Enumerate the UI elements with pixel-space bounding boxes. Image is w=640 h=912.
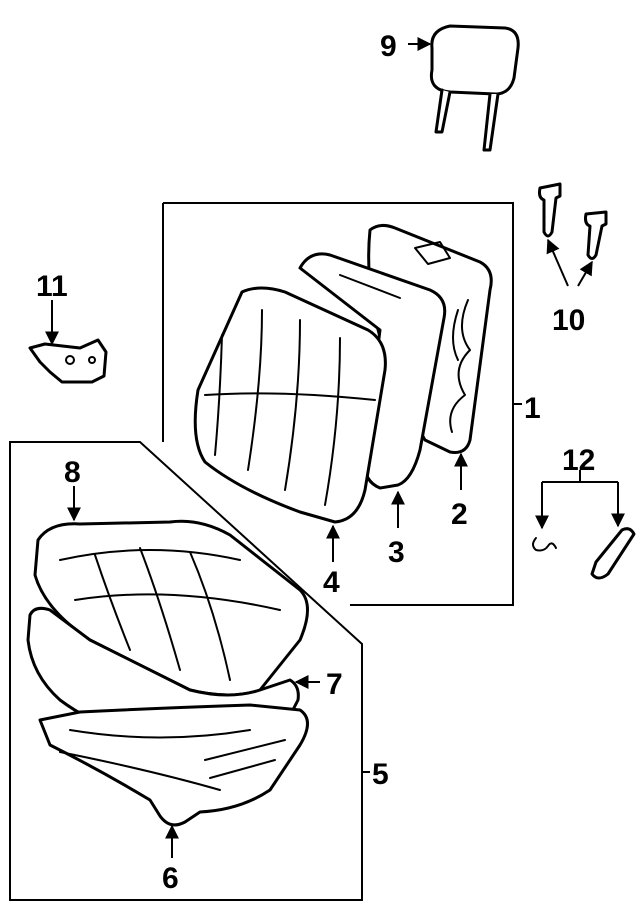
callout-12-leader [541, 481, 619, 526]
guide-clips-part [538, 182, 608, 260]
callout-7: 7 [326, 668, 343, 701]
callout-9: 9 [380, 30, 397, 63]
callout-4: 4 [323, 566, 340, 599]
callout-11: 11 [36, 270, 68, 303]
bracket-part [28, 338, 108, 384]
callout-1: 1 [524, 392, 541, 425]
callout-8: 8 [64, 456, 81, 489]
cushion-cover-part [33, 519, 309, 697]
headrest-part [429, 24, 520, 152]
callout-2: 2 [451, 498, 468, 531]
callout-5: 5 [372, 758, 389, 791]
callout-10: 10 [552, 304, 585, 337]
callout-10-leader [546, 238, 569, 287]
seatback-cover-part [193, 286, 387, 524]
hardware-part [532, 527, 636, 580]
callout-3: 3 [388, 536, 405, 569]
seat-frame-part [38, 703, 309, 827]
callout-6: 6 [162, 862, 179, 895]
callout-12: 12 [562, 444, 595, 477]
callout-10b-leader [577, 260, 593, 287]
